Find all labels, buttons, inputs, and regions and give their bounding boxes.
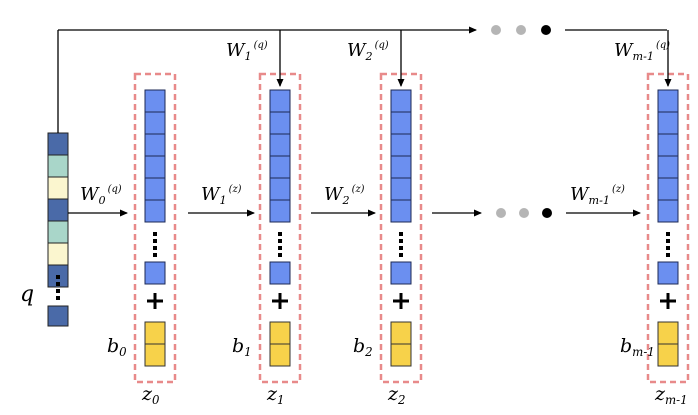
layer-z-label: zm-1 xyxy=(654,383,688,407)
input-cell xyxy=(47,154,69,178)
bias-cell xyxy=(144,343,166,367)
hidden-cell xyxy=(390,111,412,135)
hidden-cell xyxy=(269,155,291,179)
hidden-cell xyxy=(657,89,679,113)
hidden-cell xyxy=(269,89,291,113)
hidden-cell xyxy=(390,155,412,179)
bias-cell xyxy=(390,343,412,367)
plus-sign xyxy=(153,293,157,309)
bias-cell xyxy=(269,343,291,367)
layer-vdots-dot xyxy=(399,232,403,236)
wq-label: W2(q) xyxy=(347,40,389,63)
hidden-cell-last xyxy=(657,261,679,285)
layer-vdots-dot xyxy=(278,246,282,250)
ellipsis-dot-top xyxy=(541,25,551,35)
hidden-cell xyxy=(144,199,166,223)
layer-vdots-dot xyxy=(278,253,282,257)
plus-sign xyxy=(399,293,403,309)
input-vdots-dot xyxy=(56,289,60,293)
hidden-cell xyxy=(657,177,679,201)
hidden-cell-last xyxy=(144,261,166,285)
layer-b-label: b1 xyxy=(232,335,252,359)
bias-cell xyxy=(269,321,291,345)
hidden-cell xyxy=(390,199,412,223)
bias-cell xyxy=(657,321,679,345)
hidden-cell xyxy=(269,133,291,157)
bias-cell xyxy=(144,321,166,345)
wz-label: W2(z) xyxy=(324,184,365,207)
layer-vdots-dot xyxy=(666,232,670,236)
plus-sign xyxy=(278,293,282,309)
layer-vdots-dot xyxy=(153,253,157,257)
wq-label: Wm-1(q) xyxy=(614,40,670,63)
layer-z-label: z1 xyxy=(266,383,285,407)
layer-vdots-dot xyxy=(153,239,157,243)
hidden-cell xyxy=(390,133,412,157)
input-cell xyxy=(47,198,69,222)
hidden-cell xyxy=(144,111,166,135)
hidden-cell xyxy=(390,89,412,113)
hidden-cell xyxy=(390,177,412,201)
layer-z-label: z2 xyxy=(387,383,406,407)
wq-label-0: W0(q) xyxy=(80,184,122,207)
hidden-cell xyxy=(657,199,679,223)
input-cell xyxy=(47,176,69,200)
input-vdots-dot xyxy=(56,282,60,286)
layer-vdots-dot xyxy=(666,253,670,257)
input-vdots-dot xyxy=(56,275,60,279)
hidden-cell xyxy=(657,133,679,157)
layer-vdots-dot xyxy=(399,246,403,250)
input-vdots-dot xyxy=(56,296,60,300)
layer-z-label: z0 xyxy=(141,383,160,407)
input-cell-last xyxy=(47,305,69,327)
hidden-cell xyxy=(269,111,291,135)
layer-vdots-dot xyxy=(399,253,403,257)
layer-b-label: b0 xyxy=(107,335,127,359)
ellipsis-dot-mid xyxy=(496,208,506,218)
layer-b-label: b2 xyxy=(353,335,373,359)
layer-box xyxy=(133,72,177,384)
layer-vdots-dot xyxy=(666,246,670,250)
layer-vdots-dot xyxy=(666,239,670,243)
input-cell xyxy=(47,220,69,244)
layer-vdots-dot xyxy=(399,239,403,243)
hidden-cell xyxy=(144,89,166,113)
ellipsis-dot-mid xyxy=(542,208,552,218)
hidden-cell-last xyxy=(269,261,291,285)
hidden-cell xyxy=(144,133,166,157)
plus-sign xyxy=(666,293,670,309)
hidden-cell xyxy=(269,199,291,223)
layer-vdots-dot xyxy=(278,232,282,236)
ellipsis-dot-top xyxy=(516,25,526,35)
wz-label: W1(z) xyxy=(201,184,242,207)
hidden-cell-last xyxy=(390,261,412,285)
layer-vdots-dot xyxy=(153,246,157,250)
wq-label: W1(q) xyxy=(226,40,268,63)
hidden-cell xyxy=(144,177,166,201)
hidden-cell xyxy=(144,155,166,179)
bias-cell xyxy=(657,343,679,367)
input-cell xyxy=(47,242,69,266)
layer-vdots-dot xyxy=(153,232,157,236)
ellipsis-dot-mid xyxy=(519,208,529,218)
input-cell xyxy=(47,132,69,156)
input-label-q: q xyxy=(20,282,34,307)
ellipsis-dot-top xyxy=(491,25,501,35)
hidden-cell xyxy=(657,111,679,135)
layer-vdots-dot xyxy=(278,239,282,243)
layer-b-label: bm-1 xyxy=(620,335,655,359)
bias-cell xyxy=(390,321,412,345)
hidden-cell xyxy=(269,177,291,201)
wz-label: Wm-1(z) xyxy=(570,184,625,207)
hidden-cell xyxy=(657,155,679,179)
